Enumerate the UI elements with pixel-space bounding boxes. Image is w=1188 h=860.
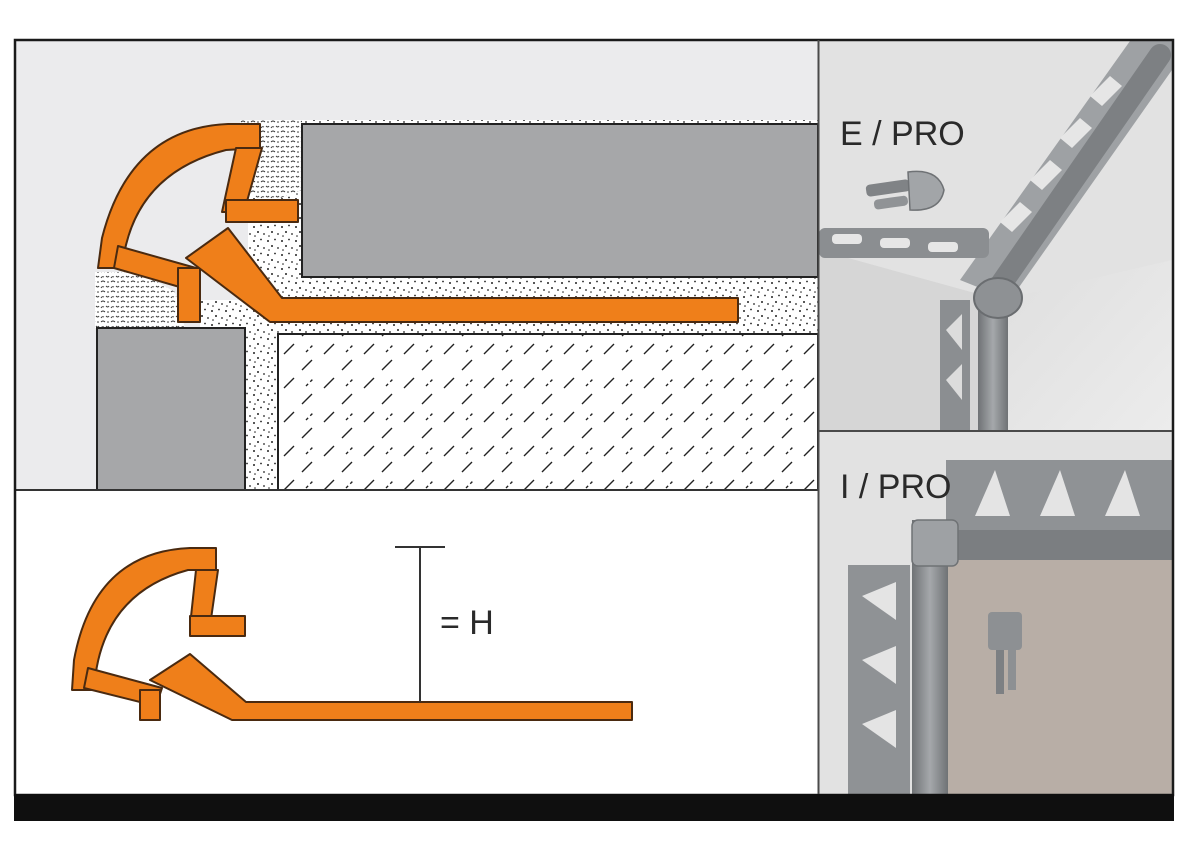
inside-corner-trim: [848, 460, 1172, 794]
substrate: [277, 333, 819, 491]
height-label: = H: [440, 604, 494, 642]
height-dimension-marker: [395, 546, 445, 702]
photo-bottom-label: I / PRO: [840, 468, 951, 506]
trim-profile-section: [97, 123, 739, 323]
photo-top-label: E / PRO: [840, 115, 965, 153]
grout-corner: [95, 272, 185, 328]
photo-panel-inside-corner: I / PRO: [819, 432, 1172, 794]
photo-panel-outside-corner: E / PRO: [819, 41, 1172, 431]
profile-panel: = H: [15, 491, 818, 794]
cross-section-panel: [15, 41, 819, 491]
end-cap-icon: [865, 170, 945, 211]
inside-corner-cap-icon: [988, 612, 1022, 694]
outside-corner-trim: [819, 41, 1172, 431]
bottom-black-bar: [14, 794, 1174, 821]
corner-joint: [973, 277, 1023, 319]
trim-profile-outline: [71, 547, 633, 721]
wall-tile: [301, 123, 819, 278]
floor-tile: [96, 327, 246, 491]
figure-frame: [13, 38, 1175, 821]
profile-background: [15, 491, 818, 794]
